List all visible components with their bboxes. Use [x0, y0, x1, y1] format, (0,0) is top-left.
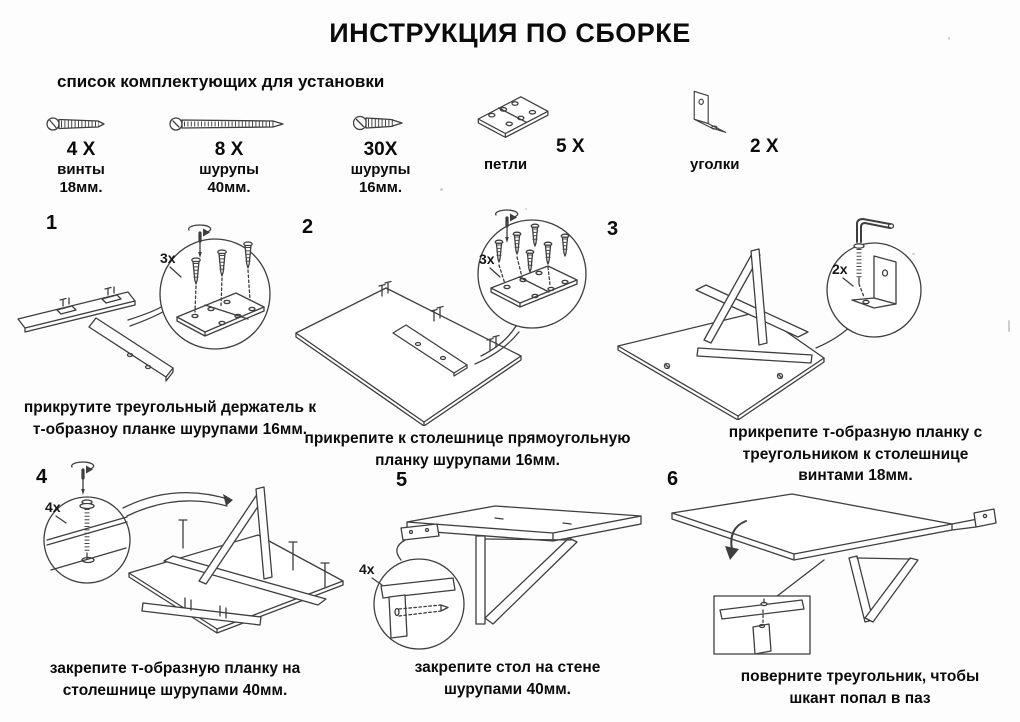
tabletop-drawing: [671, 493, 953, 561]
long-screw-icon: [79, 499, 95, 560]
page-title: ИНСТРУКЦИЯ ПО СБОРКЕ: [329, 18, 691, 48]
inset-leader-line: [771, 559, 825, 601]
scan-artifact: [1008, 320, 1010, 332]
wall-batten-drawing: [400, 523, 440, 541]
part-item-screws-40mm: 8 X шурупы 40мм.: [168, 112, 290, 197]
screw-icon: [543, 241, 553, 265]
part-item-screws-18mm: 4 X винты 18мм.: [36, 112, 126, 197]
dowel-slot-inset-drawing: [713, 595, 811, 655]
zoom-count-label: 3x: [160, 250, 176, 266]
screws-above-marks: [178, 519, 330, 619]
step-1-diagram: 3x: [17, 224, 271, 382]
screw-icon: [191, 257, 201, 285]
part-label: винты: [57, 161, 105, 178]
part-label: уголки: [690, 156, 740, 173]
screwdriver-icon: [495, 209, 519, 243]
tabletop-drawing: [295, 287, 522, 426]
step-2-diagram: 3x: [295, 209, 587, 426]
t-plank-bar-drawing: [163, 555, 327, 606]
scan-artifact: [525, 208, 527, 210]
plank-drawing: [392, 324, 468, 377]
scan-artifact: [440, 188, 443, 191]
zoom-leader-line: [396, 539, 406, 561]
scan-artifact: [912, 253, 915, 255]
screw-stub-icon: [353, 115, 403, 131]
zoom-count-label: 4x: [45, 499, 61, 515]
hinge-detail-drawing: [490, 265, 578, 308]
tabletop-drawing: [406, 505, 642, 542]
part-label: шурупы: [199, 161, 259, 178]
screw-icon: [530, 223, 540, 247]
step-6-number: 6: [667, 468, 679, 490]
t-plank-drawing: [17, 286, 174, 382]
triangle-support-drawing: [475, 535, 578, 625]
scan-artifact: [948, 37, 950, 40]
step-4-diagram: 4x: [43, 461, 344, 634]
part-item-hinges: 5 X петли: [472, 90, 612, 173]
step-3-caption: прикрепите т-образную планку с треугольн…: [728, 424, 983, 484]
step-1-caption: прикрутите треугольный держатель к т-обр…: [23, 399, 317, 438]
t-plank-stem-drawing: [141, 602, 262, 626]
parts-list-heading: список комплектующих для установки: [57, 72, 385, 91]
wall-bracket-drawing: [951, 508, 997, 531]
screw-icon: [853, 243, 865, 298]
zoom-leader-line: [474, 325, 520, 365]
corner-bracket-icon: [693, 90, 727, 133]
screw-icon: [494, 239, 504, 263]
screwdriver-icon: [188, 224, 212, 258]
zoom-leader-line: [127, 305, 167, 327]
corner-bracket-detail-drawing: [851, 255, 897, 309]
step-6-diagram: [671, 493, 997, 655]
step-1-number: 1: [46, 212, 58, 234]
tabletop-drawing: [617, 311, 825, 420]
part-count: 2 X: [750, 136, 779, 157]
triangle-support-drawing: [848, 555, 919, 623]
step-4-caption: закрепите т-образную планку на столешниц…: [49, 660, 301, 699]
part-label: шурупы: [350, 161, 411, 178]
part-sublabel: 16мм.: [358, 179, 403, 196]
step-5-diagram: 4x: [359, 505, 642, 650]
step-2-number: 2: [302, 216, 314, 238]
screw-icon: [560, 233, 570, 257]
part-item-corner-brackets: 2 X уголки: [676, 84, 801, 173]
step-4-number: 4: [36, 466, 48, 488]
screw-icon: [512, 231, 522, 255]
part-count: 4 X: [66, 139, 96, 160]
zoom-count-label: 4x: [359, 561, 375, 577]
zoom-count-label: 3x: [479, 251, 495, 267]
part-count: 30X: [363, 139, 398, 160]
zoom-circle: [159, 238, 271, 350]
step-3-number: 3: [607, 218, 619, 240]
triangle-support-drawing: [703, 248, 768, 346]
screw-icon: [525, 249, 535, 273]
part-count: 8 X: [214, 139, 244, 160]
part-count: 5 X: [556, 136, 585, 157]
screwdriver-icon: [71, 461, 95, 495]
part-sublabel: 40мм.: [207, 179, 251, 196]
screw-icon: [243, 241, 253, 269]
screw-short-icon: [46, 117, 105, 131]
step-6-caption: поверните треугольник, чтобы шкант попал…: [740, 668, 980, 707]
part-item-screws-16mm: 30X шурупы 16мм.: [338, 110, 423, 197]
t-plank-stem-drawing: [696, 347, 813, 364]
screw-icon: [217, 249, 227, 277]
hinge-detail-drawing: [176, 292, 265, 337]
screw-head-marks: [663, 362, 784, 380]
part-label: петли: [484, 156, 528, 173]
rotate-arrow-icon: [725, 520, 747, 560]
hinge-screws-marks: [378, 280, 500, 351]
part-sublabel: 18мм.: [59, 179, 103, 196]
allen-key-icon: [856, 218, 895, 243]
batten-screw-detail-drawing: [380, 577, 456, 639]
step-2-caption: прикрепите к столешнице прямоугольную пл…: [304, 430, 631, 469]
step-5-number: 5: [396, 469, 408, 491]
screw-long-icon: [169, 117, 284, 131]
zoom-circle: [373, 558, 465, 650]
zoom-leader-line: [122, 492, 233, 517]
hinge-icon: [477, 96, 549, 138]
zoom-count-label: 2x: [832, 261, 848, 277]
triangle-support-drawing: [198, 486, 273, 585]
step-3-diagram: 2x: [617, 218, 922, 420]
step-5-caption: закрепите стол на стене шурупами 40мм.: [414, 659, 601, 698]
